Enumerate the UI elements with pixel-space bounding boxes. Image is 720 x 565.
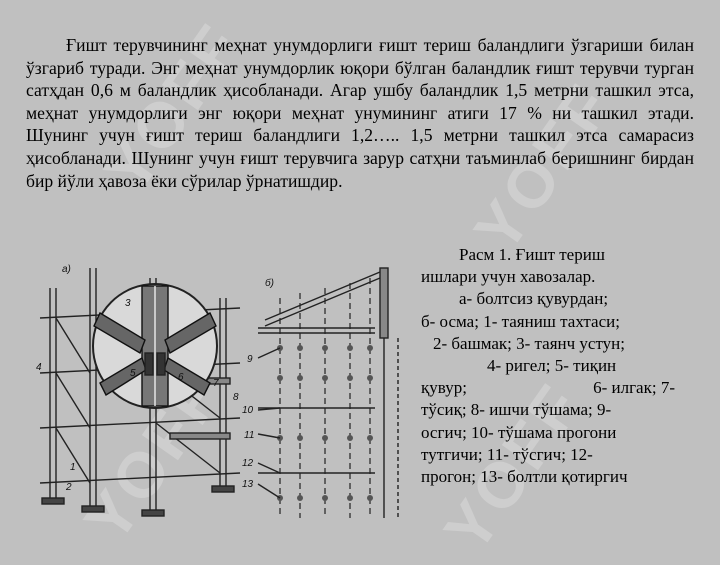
caption-fragment: 6- илгак; 7- bbox=[593, 378, 675, 398]
fig-label-7: 7 bbox=[213, 378, 219, 389]
fig-label-10: 10 bbox=[242, 405, 254, 416]
caption-line: тутгичи; 11- тўсгич; 12- bbox=[421, 444, 593, 464]
fig-label-3: 3 bbox=[125, 298, 131, 309]
body-paragraph: Ғишт терувчининг меҳнат унумдорлиги ғишт… bbox=[26, 35, 694, 191]
panel-a-label: а) bbox=[62, 264, 71, 275]
fig-label-6: 6 bbox=[178, 372, 184, 383]
caption-line: прогон; 13- болтли қотиргич bbox=[421, 467, 628, 487]
caption-line: 4- ригел; 5- тиқин bbox=[487, 356, 617, 376]
fig-label-11: 11 bbox=[244, 430, 254, 441]
caption-line: ишлари учун хавозалар. bbox=[421, 267, 596, 287]
fig-label-12: 12 bbox=[242, 458, 254, 469]
caption-line: а- болтсиз қувурдан; bbox=[459, 289, 609, 309]
caption-line: тўсиқ; 8- ишчи тўшама; 9- bbox=[421, 400, 612, 420]
caption-line: Расм 1. Ғишт териш bbox=[459, 245, 605, 264]
fig-label-13: 13 bbox=[242, 479, 254, 490]
caption-line: осгич; 10- тўшама прогони bbox=[421, 422, 617, 442]
panel-b-label: б) bbox=[265, 277, 274, 289]
caption-fragment: қувур; bbox=[421, 378, 467, 398]
caption-line: қувур; 6- илгак; 7- bbox=[421, 377, 693, 399]
caption-line: 2- башмак; 3- таянч устун; bbox=[433, 333, 625, 353]
scaffolding-figure: а) б) 3 5 6 4 7 8 1 2 9 10 11 12 13 bbox=[36, 264, 399, 518]
suspended-scaffold bbox=[257, 267, 399, 518]
fig-label-1: 1 bbox=[70, 462, 76, 473]
fig-label-5: 5 bbox=[130, 368, 136, 379]
fig-label-9: 9 bbox=[247, 354, 253, 365]
figure-caption: Расм 1. Ғишт териш ишлари учун хавозалар… bbox=[421, 244, 693, 488]
fig-label-2: 2 bbox=[65, 482, 72, 493]
joint-detail bbox=[92, 283, 218, 409]
caption-line: б- осма; 1- таяниш тахтаси; bbox=[421, 311, 620, 331]
fig-label-8: 8 bbox=[233, 392, 239, 403]
fig-label-4: 4 bbox=[36, 362, 42, 373]
